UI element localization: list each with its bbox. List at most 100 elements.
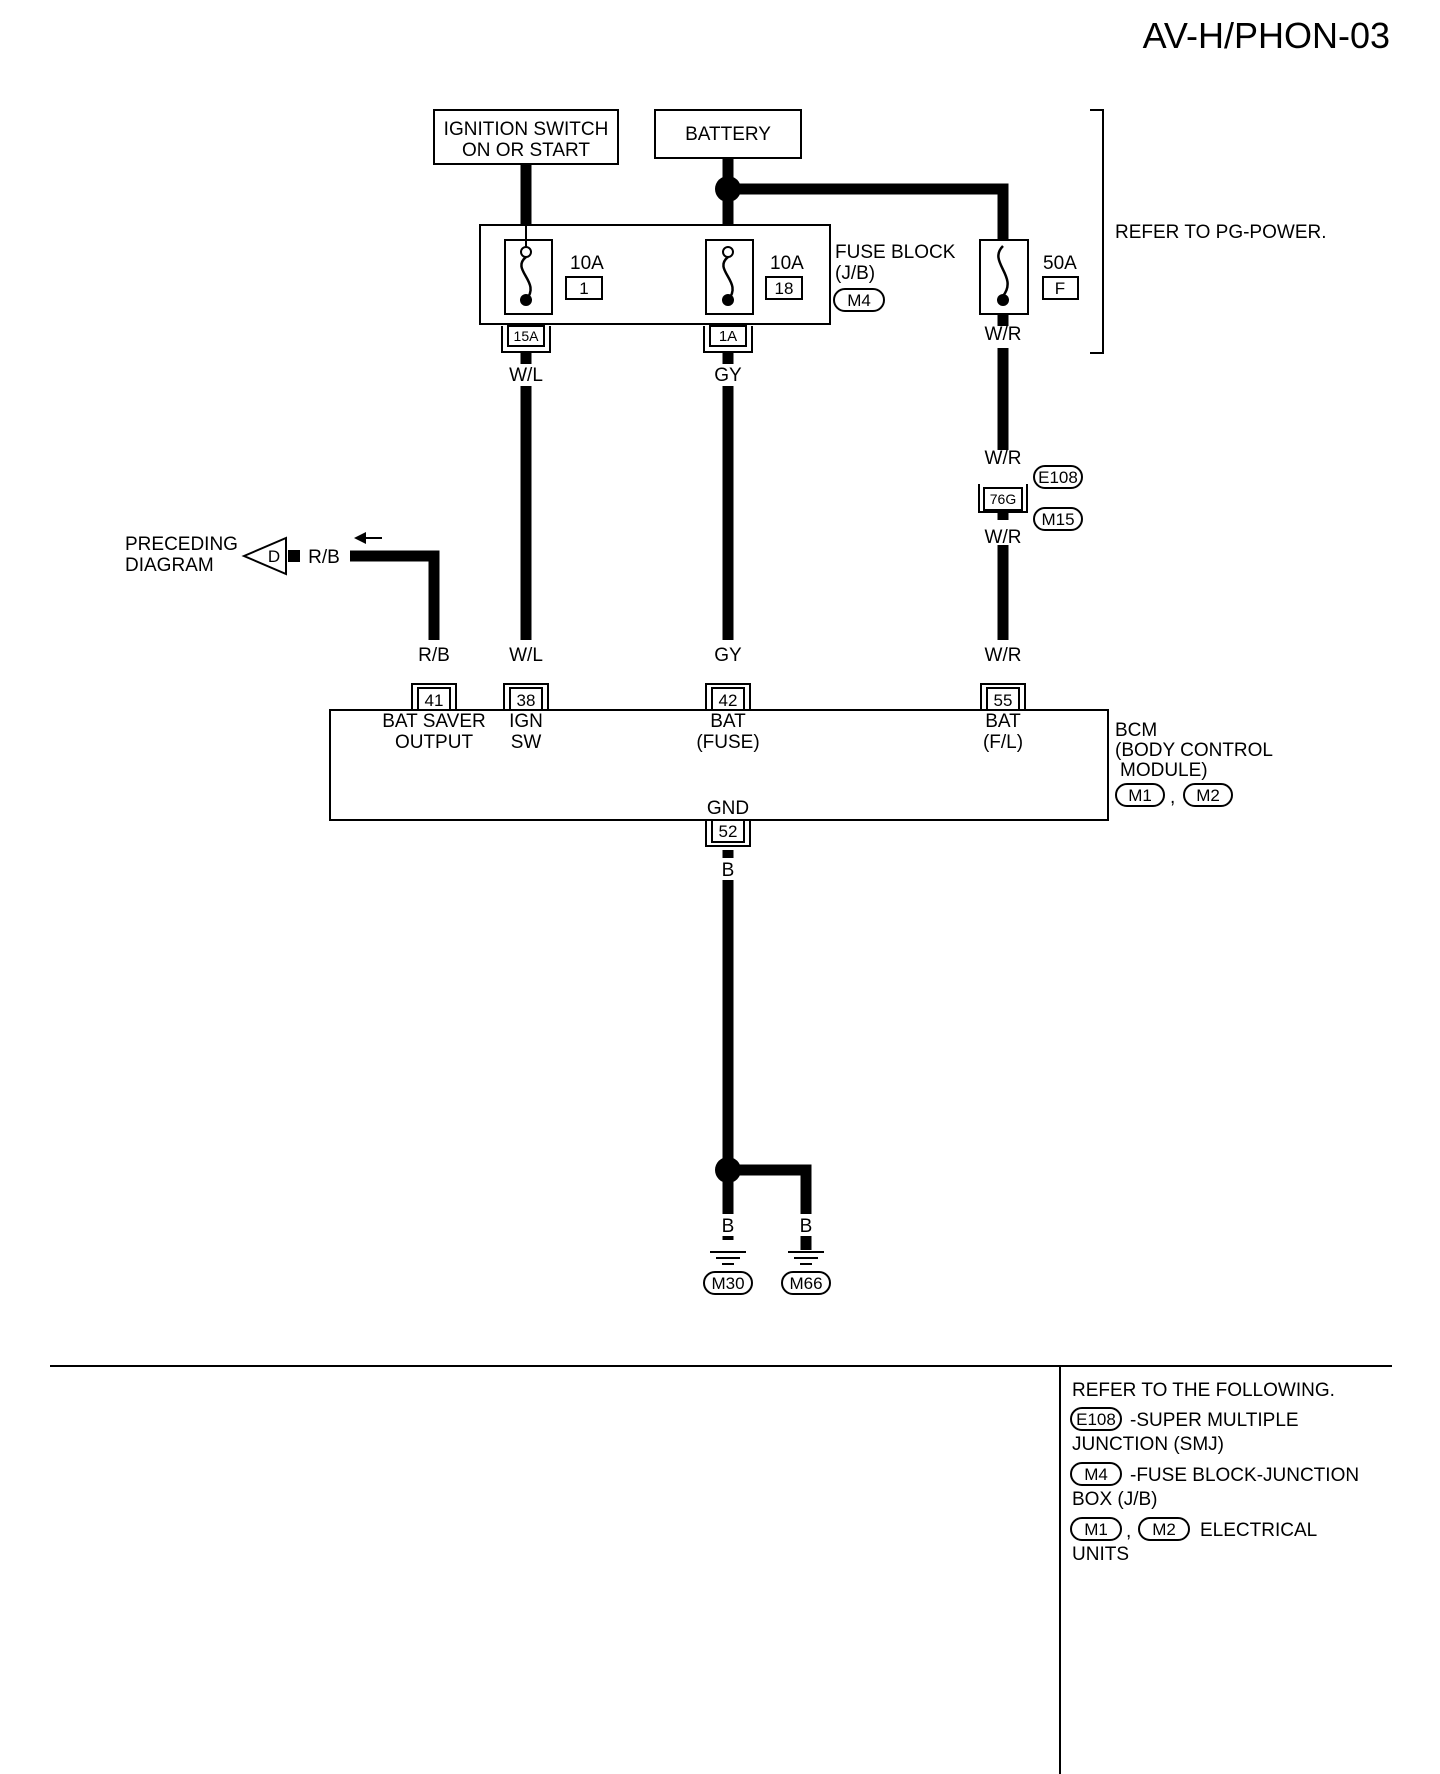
preceding-arrow[interactable] <box>241 536 287 576</box>
ignition-switch-sublabel: ON OR START <box>462 140 590 161</box>
ground-symbol-2 <box>788 1251 824 1265</box>
preceding-letter: D <box>268 547 280 566</box>
bcm-pin-42-num: 42 <box>719 691 738 710</box>
flow-arrow-icon <box>354 532 366 544</box>
bcm-pin-38-sublabel: SW <box>511 732 542 753</box>
wire-gnd-branch <box>728 1164 812 1225</box>
fuse-2 <box>705 239 754 315</box>
bcm-conn-2-badge <box>1183 783 1233 807</box>
diagram-id: AV-H/PHON-03 <box>1143 15 1390 56</box>
bcm-pin-38-num: 38 <box>517 691 536 710</box>
fuse-1-num: 1 <box>579 279 588 298</box>
fuse-2-num-box <box>765 276 803 300</box>
bcm-pin-41-label: BAT SAVER <box>382 711 485 732</box>
wire-label-wr-joint-bottom: W/R <box>985 527 1022 548</box>
bcm-pin-38-label: IGN <box>509 711 543 732</box>
bcm-name-full: (BODY CONTROL <box>1115 740 1273 761</box>
joint-bracket <box>978 484 1028 513</box>
ignition-switch-box <box>433 109 619 165</box>
wire-label-gy-lower: GY <box>714 645 742 666</box>
term-1a: 1A <box>719 328 737 345</box>
bcm-pin-52 <box>705 819 751 847</box>
ground-m30: M30 <box>711 1274 744 1293</box>
bcm-pin-55-num: 55 <box>994 691 1013 710</box>
legend-e108-badge <box>1070 1407 1122 1431</box>
bcm-pin-52-num: 52 <box>719 822 738 841</box>
bcm-pin-42 <box>705 683 751 711</box>
legend-e108-desc: -SUPER MULTIPLE <box>1130 1410 1299 1431</box>
preceding-label: PRECEDING <box>125 534 238 555</box>
legend-m1-badge <box>1070 1517 1122 1541</box>
ignition-switch-label: IGNITION SWITCH <box>444 119 609 140</box>
bcm-conn-1-badge <box>1115 783 1165 807</box>
wire-label-wl-lower: W/L <box>509 645 543 666</box>
legend-m2: M2 <box>1152 1520 1176 1539</box>
legend-e108: E108 <box>1076 1410 1116 1429</box>
legend-m-desc2: UNITS <box>1072 1544 1129 1565</box>
preceding-sublabel: DIAGRAM <box>125 555 214 576</box>
term-15a-box <box>507 325 545 347</box>
fuse-3-amp: 50A <box>1043 253 1077 274</box>
battery-box <box>654 109 802 159</box>
ground-m66-badge <box>781 1271 831 1295</box>
legend-m4: M4 <box>1084 1465 1108 1484</box>
fuse-block-connector-badge <box>833 288 885 312</box>
bcm-name-full-2: MODULE) <box>1120 760 1208 781</box>
term-15a-bracket <box>501 326 551 353</box>
term-1a-box <box>709 325 747 347</box>
bcm-pin-41-sublabel: OUTPUT <box>395 732 474 753</box>
fuse-2-num: 18 <box>775 279 794 298</box>
bcm-conn-comma: , <box>1170 787 1175 808</box>
legend-m4-desc: -FUSE BLOCK-JUNCTION <box>1130 1465 1359 1486</box>
joint-m15: M15 <box>1041 510 1074 529</box>
ground-m30-badge <box>703 1271 753 1295</box>
legend-m4-desc2: BOX (J/B) <box>1072 1489 1158 1510</box>
fuse-2-amp: 10A <box>770 253 804 274</box>
joint-term: 76G <box>990 491 1016 507</box>
wire-label-b-ground2: B <box>800 1216 813 1237</box>
legend-comma: , <box>1126 1521 1131 1542</box>
bcm-name: BCM <box>1115 720 1157 741</box>
fuse-1 <box>504 226 553 315</box>
bcm-pin-42-sublabel: (FUSE) <box>696 732 759 753</box>
joint-e108: E108 <box>1038 468 1078 487</box>
bcm-conn-1: M1 <box>1128 786 1152 805</box>
battery-label: BATTERY <box>685 124 771 145</box>
joint-term-box <box>983 487 1023 511</box>
bcm-pin-55-sublabel: (F/L) <box>983 732 1023 753</box>
wire-label-rb-upper: R/B <box>308 547 340 568</box>
joint-m15-badge <box>1033 507 1083 531</box>
fuse-block-connector: M4 <box>847 291 871 310</box>
wire-label-wr-joint-top: W/R <box>985 448 1022 469</box>
label-bg <box>710 364 746 386</box>
legend-m2-badge <box>1138 1517 1190 1541</box>
label-bg <box>714 858 742 880</box>
ground-symbol-1 <box>710 1251 746 1265</box>
bcm-pin-42-label: BAT <box>710 711 746 732</box>
fuse-1-amp: 10A <box>570 253 604 274</box>
preceding-stub <box>288 550 300 562</box>
wire-label-b-main: B <box>722 860 735 881</box>
refer-bracket <box>1090 109 1104 354</box>
legend-m4-badge <box>1070 1462 1122 1486</box>
joint-e108-badge <box>1033 465 1083 489</box>
wire-rb <box>350 550 440 640</box>
label-bg <box>714 1214 742 1236</box>
ground-splice <box>715 1157 741 1183</box>
wire-label-b-ground1: B <box>722 1216 735 1237</box>
fuse-block-jb: (J/B) <box>835 263 875 284</box>
wire-label-wr-lower: W/R <box>985 645 1022 666</box>
refer-pg-power: REFER TO PG-POWER. <box>1115 222 1327 243</box>
label-bg <box>505 364 547 386</box>
battery-splice <box>715 176 741 202</box>
term-15a: 15A <box>514 328 540 344</box>
bcm-box <box>329 709 1109 821</box>
label-bg <box>792 1214 820 1236</box>
wire-label-wl-upper: W/L <box>509 365 543 386</box>
wire-label-wr-fuse: W/R <box>985 324 1022 345</box>
term-1a-bracket <box>703 326 753 353</box>
bcm-gnd-label: GND <box>707 798 749 819</box>
legend-e108-desc2: JUNCTION (SMJ) <box>1072 1434 1224 1455</box>
wire-battery-to-fuse3 <box>728 183 1009 240</box>
